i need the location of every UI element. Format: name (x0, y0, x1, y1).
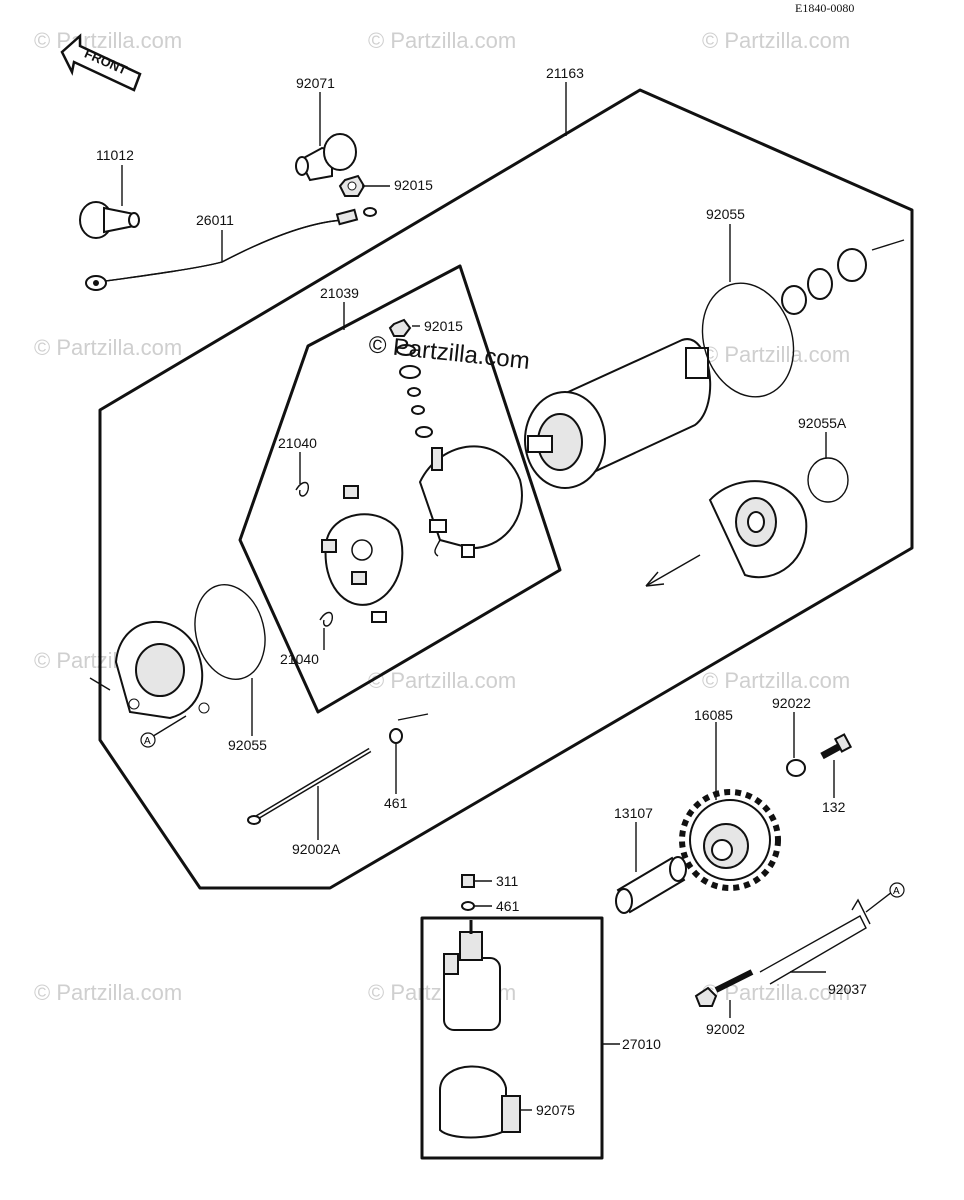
watermark: © Partzilla.com (34, 28, 182, 53)
lock-washer-icon (389, 728, 403, 744)
part-label-92002a[interactable]: 92002A (292, 841, 341, 857)
part-label-92022[interactable]: 92022 (772, 695, 811, 711)
starter-relay-frame (420, 916, 604, 1160)
lock-washer-icon (461, 901, 475, 911)
part-label-92071[interactable]: 92071 (296, 75, 335, 91)
gear-shaft-icon (615, 856, 687, 914)
end-cover-right-icon (708, 480, 808, 579)
end-cover-left-icon (114, 620, 210, 720)
part-label-21040[interactable]: 21040 (280, 651, 319, 667)
direction-arrow-icon (89, 239, 905, 721)
svg-text:A: A (893, 886, 900, 897)
nut-icon (338, 174, 366, 197)
part-label-92037[interactable]: 92037 (828, 981, 867, 997)
part-label-92055[interactable]: 92055 (228, 737, 267, 753)
starter-motor-assembly-frame (98, 88, 914, 890)
center-watermark: © Partzilla.com (367, 331, 531, 375)
nut-icon (461, 874, 475, 888)
part-labels: 21163 92071 11012 92015 26011 21039 9201… (96, 65, 867, 1118)
starter-relay-icon (443, 920, 501, 1031)
relay-bracket-icon (439, 1065, 521, 1139)
terminal-cap-icon (295, 133, 357, 182)
leader-lines (121, 82, 893, 1111)
part-label-21163[interactable]: 21163 (546, 65, 584, 81)
part-label-92015[interactable]: 92015 (394, 177, 433, 193)
part-label-21039[interactable]: 21039 (320, 285, 359, 301)
boot-cap-icon (79, 201, 140, 239)
o-ring-icon (194, 584, 266, 680)
watermark: © Partzilla.com (702, 342, 850, 367)
shim-washers-icon (781, 248, 867, 315)
washer-stack-icon (388, 318, 433, 438)
brush-spring-icon (295, 481, 334, 627)
diagram-code: E1840-0080 (795, 1, 854, 15)
part-label-132[interactable]: 132 (822, 799, 846, 815)
reference-marker-a: A (889, 882, 905, 898)
part-label-92075[interactable]: 92075 (536, 1102, 575, 1118)
part-label-92055a[interactable]: 92055A (798, 415, 847, 431)
part-label-92015[interactable]: 92015 (424, 318, 463, 334)
watermark: © Partzilla.com (368, 28, 516, 53)
flange-bolt-icon (694, 969, 754, 1007)
part-label-11012[interactable]: 11012 (96, 147, 134, 163)
watermark: © Partzilla.com (34, 980, 182, 1005)
watermark: © Partzilla.com (702, 668, 850, 693)
o-ring-icon (701, 282, 795, 398)
armature-yoke-icon (524, 338, 712, 489)
part-label-26011[interactable]: 26011 (196, 212, 234, 228)
reference-marker-a: A (140, 732, 156, 748)
part-label-27010[interactable]: 27010 (622, 1036, 661, 1052)
brush-holder-icon (321, 485, 404, 623)
brush-holder-assembly-frame (238, 264, 562, 714)
watermark: © Partzilla.com (34, 335, 182, 360)
clamp-bracket-icon (759, 898, 871, 985)
part-label-311[interactable]: 311 (496, 873, 519, 889)
bolt-icon (820, 733, 853, 760)
part-label-461[interactable]: 461 (496, 898, 520, 914)
part-label-21040[interactable]: 21040 (278, 435, 317, 451)
small-o-ring-icon (807, 457, 849, 503)
part-label-461[interactable]: 461 (384, 795, 408, 811)
long-bolt-icon (247, 747, 372, 825)
watermark: © Partzilla.com (702, 28, 850, 53)
brush-plate-icon (418, 445, 523, 558)
washer-icon (786, 759, 806, 777)
part-label-13107[interactable]: 13107 (614, 805, 653, 821)
idler-gear-icon (679, 789, 781, 891)
part-label-92055[interactable]: 92055 (706, 206, 745, 222)
part-label-16085[interactable]: 16085 (694, 707, 733, 723)
svg-text:A: A (144, 736, 151, 747)
watermark: © Partzilla.com (368, 668, 516, 693)
part-label-92002[interactable]: 92002 (706, 1021, 745, 1037)
